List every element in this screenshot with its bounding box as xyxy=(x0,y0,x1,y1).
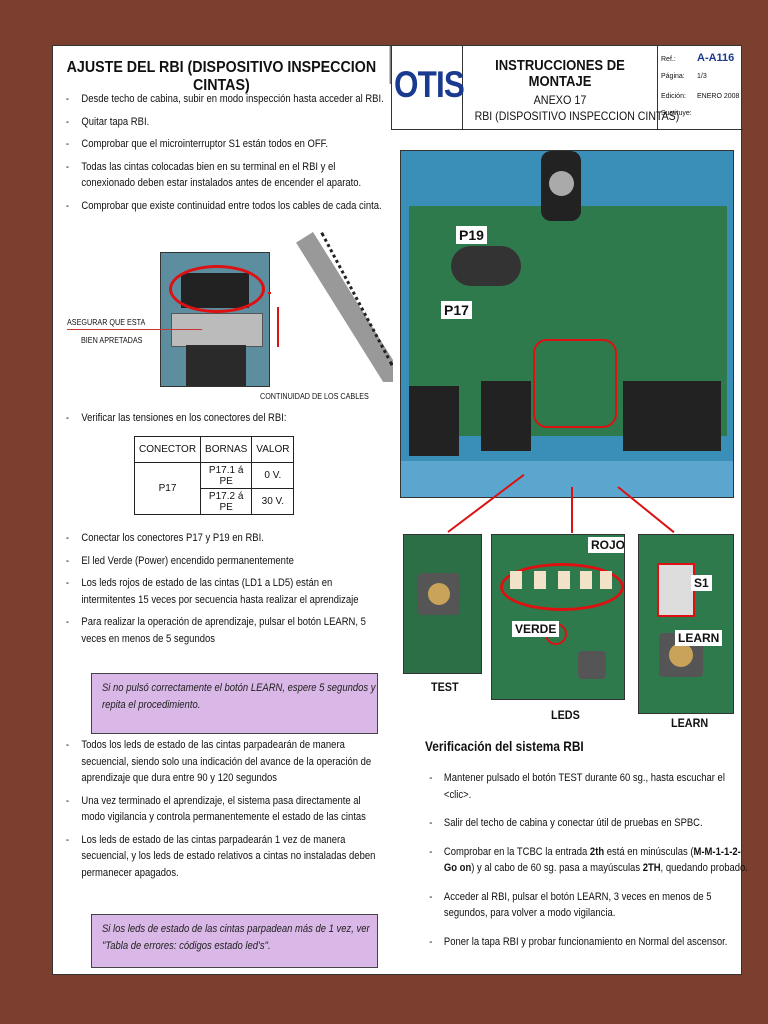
assure-label-2: BIEN APRETADAS xyxy=(81,336,143,345)
step-item: Todas las cintas colocadas bien en su te… xyxy=(53,159,387,192)
rbi-board-photo: P19 P17 xyxy=(400,150,734,498)
verification-title: Verificación del sistema RBI xyxy=(425,738,584,754)
table-cell: P17.1 á PE xyxy=(200,462,253,489)
note-text: Si los leds de estado de las cintas parp… xyxy=(102,923,370,952)
rojos-label: ROJOS xyxy=(588,537,624,553)
ref-value: A-A116 xyxy=(697,52,735,64)
step-item: Desde techo de cabina, subir en modo ins… xyxy=(53,91,387,108)
learn-caption: LEARN xyxy=(671,716,709,730)
page-title: AJUSTE DEL RBI (DISPOSITIVO INSPECCION C… xyxy=(53,46,391,94)
verification-item: Mantener pulsado el botón TEST durante 6… xyxy=(425,770,754,803)
leds-caption: LEDS xyxy=(551,708,580,722)
leds-pointer xyxy=(571,487,573,533)
table-cell: 0 V. xyxy=(251,462,295,489)
step-item: Una vez terminado el aprendizaje, el sis… xyxy=(53,793,387,826)
replaces-label: Sustituye: xyxy=(661,110,692,117)
page-value: 1/3 xyxy=(697,73,707,80)
verification-item: Comprobar en la TCBC la entrada 2th está… xyxy=(425,844,754,877)
note-text: Si no pulsó correctamente el botón LEARN… xyxy=(102,682,376,711)
edition-value: ENERO 2008 xyxy=(697,93,740,100)
edition-label: Edición: xyxy=(661,93,686,100)
step-item: Comprobar que el microinterruptor S1 est… xyxy=(53,136,387,153)
note-learn: Si no pulsó correctamente el botón LEARN… xyxy=(91,673,378,734)
step-item: Verificar las tensiones en los conectore… xyxy=(53,410,387,427)
page-label: Página: xyxy=(661,73,685,80)
learn-tag-label: LEARN xyxy=(675,630,723,646)
steps-list-1: Desde techo de cabina, subir en modo ins… xyxy=(53,91,391,220)
instruction-sheet: AJUSTE DEL RBI (DISPOSITIVO INSPECCION C… xyxy=(52,45,748,975)
table-cell: P17.2 á PE xyxy=(200,488,253,515)
step-item: Comprobar que existe continuidad entre t… xyxy=(53,198,387,215)
ribbon-cable-photo xyxy=(271,232,393,382)
table-header: VALOR xyxy=(251,436,295,463)
step-item: Quitar tapa RBI. xyxy=(53,114,387,131)
document-meta: Ref.: A-A116 Página: 1/3 Edición: ENERO 200… xyxy=(658,46,743,130)
assure-label: ASEGURAR QUE ESTA xyxy=(67,318,146,327)
continuity-label: CONTINUIDAD DE LOS CABLES xyxy=(260,392,369,401)
table-header: BORNAS xyxy=(200,436,253,463)
continuity-line xyxy=(277,307,279,347)
instructions-header: INSTRUCCIONES DE MONTAJE ANEXO 17 RBI (D… xyxy=(463,46,680,130)
logo-box: OTIS xyxy=(391,46,465,130)
voltage-table: CONECTOR BORNAS VALOR P17 P17.1 á PE 0 V… xyxy=(133,436,295,515)
table-header: CONECTOR xyxy=(133,436,202,463)
annex-label: ANEXO 17 xyxy=(533,93,587,107)
assure-underline xyxy=(67,329,202,330)
table-cell: 30 V. xyxy=(251,488,295,515)
ref-label: Ref.: xyxy=(661,56,676,63)
voltage-step: Verificar las tensiones en los conectore… xyxy=(53,410,391,433)
p17-label: P17 xyxy=(441,301,472,319)
otis-logo: OTIS xyxy=(394,64,465,105)
s1-label: S1 xyxy=(691,575,712,591)
verification-list: Mantener pulsado el botón TEST durante 6… xyxy=(425,770,748,962)
connector-photo xyxy=(160,252,270,387)
instructions-subtitle: RBI (DISPOSITIVO INSPECCION CINTAS) xyxy=(474,109,680,123)
step-item: Los leds de estado de las cintas parpade… xyxy=(53,832,387,882)
verification-item: Salir del techo de cabina y conectar úti… xyxy=(425,815,754,832)
connector-cell: P17 xyxy=(133,462,202,515)
learn-button-photo: S1 LEARN xyxy=(638,534,734,714)
test-button-photo xyxy=(403,534,482,674)
step-item: Todos los leds de estado de las cintas p… xyxy=(53,737,387,787)
step-item: Conectar los conectores P17 y P19 en RBI… xyxy=(53,530,387,547)
steps-list-2: Conectar los conectores P17 y P19 en RBI… xyxy=(53,530,391,653)
verification-item: Poner la tapa RBI y probar funcionamient… xyxy=(425,934,754,951)
step-item: El led Verde (Power) encendido permanent… xyxy=(53,553,387,570)
test-caption: TEST xyxy=(431,680,459,694)
instructions-title: INSTRUCCIONES DE MONTAJE xyxy=(495,58,625,90)
p19-label: P19 xyxy=(456,226,487,244)
step-item: Para realizar la operación de aprendizaj… xyxy=(53,614,387,647)
note-errors: Si los leds de estado de las cintas parp… xyxy=(91,914,378,968)
verification-item: Acceder al RBI, pulsar el botón LEARN, 3… xyxy=(425,889,754,922)
verde-label: VERDE xyxy=(512,621,560,637)
step-item: Los leds rojos de estado de las cintas (… xyxy=(53,575,387,608)
steps-list-3: Todos los leds de estado de las cintas p… xyxy=(53,737,391,887)
leds-photo: ROJOS VERDE xyxy=(491,534,625,700)
